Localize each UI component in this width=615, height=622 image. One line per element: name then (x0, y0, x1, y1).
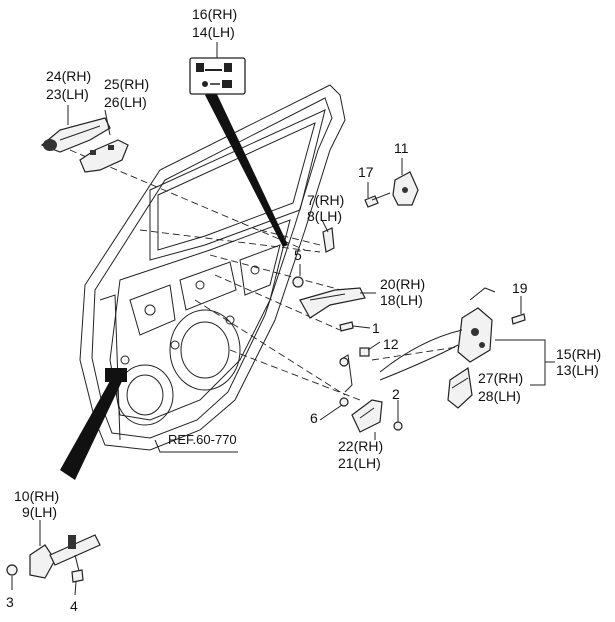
label-part-6: 6 (310, 410, 318, 426)
lock-actuator (447, 366, 473, 409)
label-part-12: 12 (383, 336, 399, 352)
inside-handle (351, 399, 383, 433)
label-part-25: 25(RH) (104, 76, 150, 92)
label-part-2: 2 (392, 386, 400, 402)
label-part-7: 7(RH) (307, 192, 345, 208)
label-part-23: 23(LH) (46, 86, 89, 102)
label-part-27: 27(RH) (478, 370, 524, 386)
lock-switch-icon (189, 57, 246, 95)
pointer-wedges (60, 90, 288, 480)
label-part-17: 17 (358, 164, 374, 180)
door-panel (79, 84, 346, 451)
label-part-22: 22(RH) (338, 438, 384, 454)
label-part-14: 14(LH) (192, 24, 235, 40)
bolt-17 (364, 192, 391, 208)
screw-19 (511, 313, 526, 325)
label-part-15: 15(RH) (556, 346, 602, 362)
outside-handle (40, 117, 111, 153)
label-part-20: 20(RH) (380, 276, 426, 292)
label-part-5: 5 (294, 247, 302, 263)
bolt-4 (71, 569, 84, 583)
label-part-21: 21(LH) (338, 455, 381, 471)
handle-bracket (79, 139, 129, 173)
leader-lines (11, 42, 555, 596)
screw-6 (339, 397, 349, 407)
label-part-24: 24(RH) (46, 68, 92, 84)
handle-rod (339, 354, 353, 393)
bolt-3 (6, 564, 18, 576)
label-part-3: 3 (6, 594, 14, 610)
label-part-8: 8(LH) (307, 208, 343, 224)
label-part-1: 1 (372, 320, 380, 336)
label-part-16: 16(RH) (192, 6, 238, 22)
label-part-13: 13(LH) (556, 362, 599, 378)
rod-clip (322, 227, 335, 253)
label-part-28: 28(LH) (478, 388, 521, 404)
label-part-4: 4 (70, 598, 78, 614)
bolt-5 (292, 276, 304, 288)
label-part-11: 11 (394, 140, 409, 156)
door-latch (379, 287, 496, 381)
label-part-19: 19 (512, 280, 528, 296)
striker (392, 171, 419, 206)
screw-2 (393, 421, 403, 431)
label-part-18: 18(LH) (380, 292, 423, 308)
label-part-26: 26(LH) (104, 94, 147, 110)
door-checker (29, 534, 101, 579)
screw-1 (339, 321, 354, 332)
hinge-bracket (299, 287, 366, 319)
assembly-lines (69, 149, 471, 401)
label-part-9: 9(LH) (22, 504, 58, 520)
clip-12 (359, 347, 370, 357)
reference-note: REF.60-770 (168, 432, 237, 447)
label-part-10: 10(RH) (14, 488, 60, 504)
